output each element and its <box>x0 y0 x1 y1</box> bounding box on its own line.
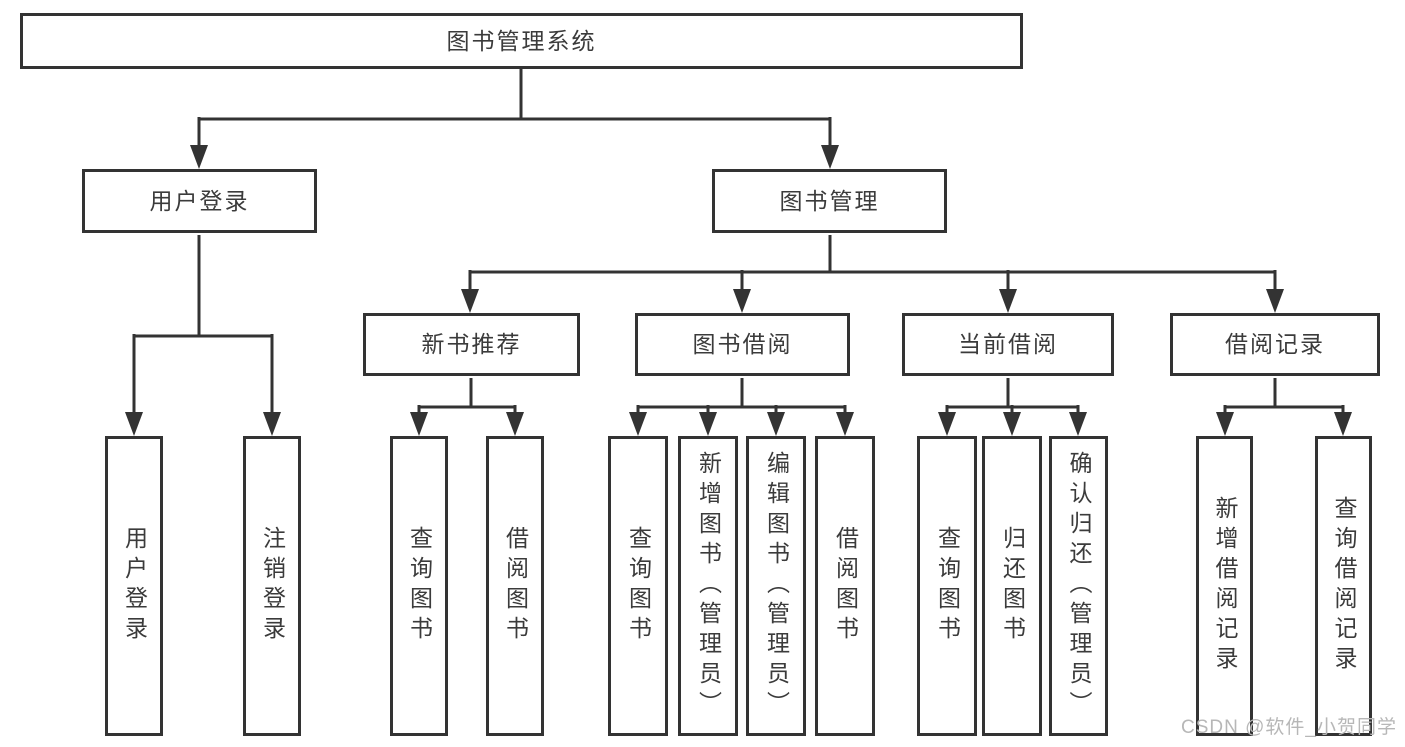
arrow-down-icon <box>836 412 854 436</box>
arrow-down-icon <box>461 289 479 313</box>
arrow-down-icon <box>821 145 839 169</box>
arrow-down-icon <box>629 412 647 436</box>
leaf-br-add-record: 新增借阅记录 <box>1196 436 1253 736</box>
node-book-borrowing: 图书借阅 <box>635 313 850 376</box>
arrow-down-icon <box>1069 412 1087 436</box>
arrowhead-icons <box>125 145 1352 436</box>
arrow-down-icon <box>733 289 751 313</box>
arrow-down-icon <box>410 412 428 436</box>
leaf-logout: 注销登录 <box>243 436 301 736</box>
arrow-down-icon <box>263 412 281 436</box>
leaf-bb-edit-books-admin: 编辑图书（管理员） <box>746 436 806 736</box>
leaf-bb-add-books-admin: 新增图书（管理员） <box>678 436 738 736</box>
arrow-down-icon <box>125 412 143 436</box>
leaf-cb-return-books: 归还图书 <box>982 436 1042 736</box>
leaf-br-query-record: 查询借阅记录 <box>1315 436 1372 736</box>
arrow-down-icon <box>1003 412 1021 436</box>
arrow-down-icon <box>938 412 956 436</box>
watermark: CSDN @软件_小贺同学 <box>1181 717 1397 738</box>
leaf-nb-borrow-books: 借阅图书 <box>486 436 544 736</box>
arrow-down-icon <box>1216 412 1234 436</box>
arrow-down-icon <box>1266 289 1284 313</box>
arrow-down-icon <box>506 412 524 436</box>
node-new-book-recommend: 新书推荐 <box>363 313 580 376</box>
leaf-nb-query-books: 查询图书 <box>390 436 448 736</box>
node-borrow-records: 借阅记录 <box>1170 313 1380 376</box>
node-user-login: 用户登录 <box>82 169 317 233</box>
leaf-bb-borrow-books: 借阅图书 <box>815 436 875 736</box>
leaf-user-login: 用户登录 <box>105 436 163 736</box>
arrow-down-icon <box>767 412 785 436</box>
leaf-bb-query-books: 查询图书 <box>608 436 668 736</box>
arrow-down-icon <box>999 289 1017 313</box>
node-book-management: 图书管理 <box>712 169 947 233</box>
leaf-cb-confirm-return-admin: 确认归还（管理员） <box>1049 436 1108 736</box>
arrow-down-icon <box>699 412 717 436</box>
arrow-down-icon <box>190 145 208 169</box>
node-current-borrowing: 当前借阅 <box>902 313 1114 376</box>
leaf-cb-query-books: 查询图书 <box>917 436 977 736</box>
arrow-down-icon <box>1334 412 1352 436</box>
node-root: 图书管理系统 <box>20 13 1023 69</box>
